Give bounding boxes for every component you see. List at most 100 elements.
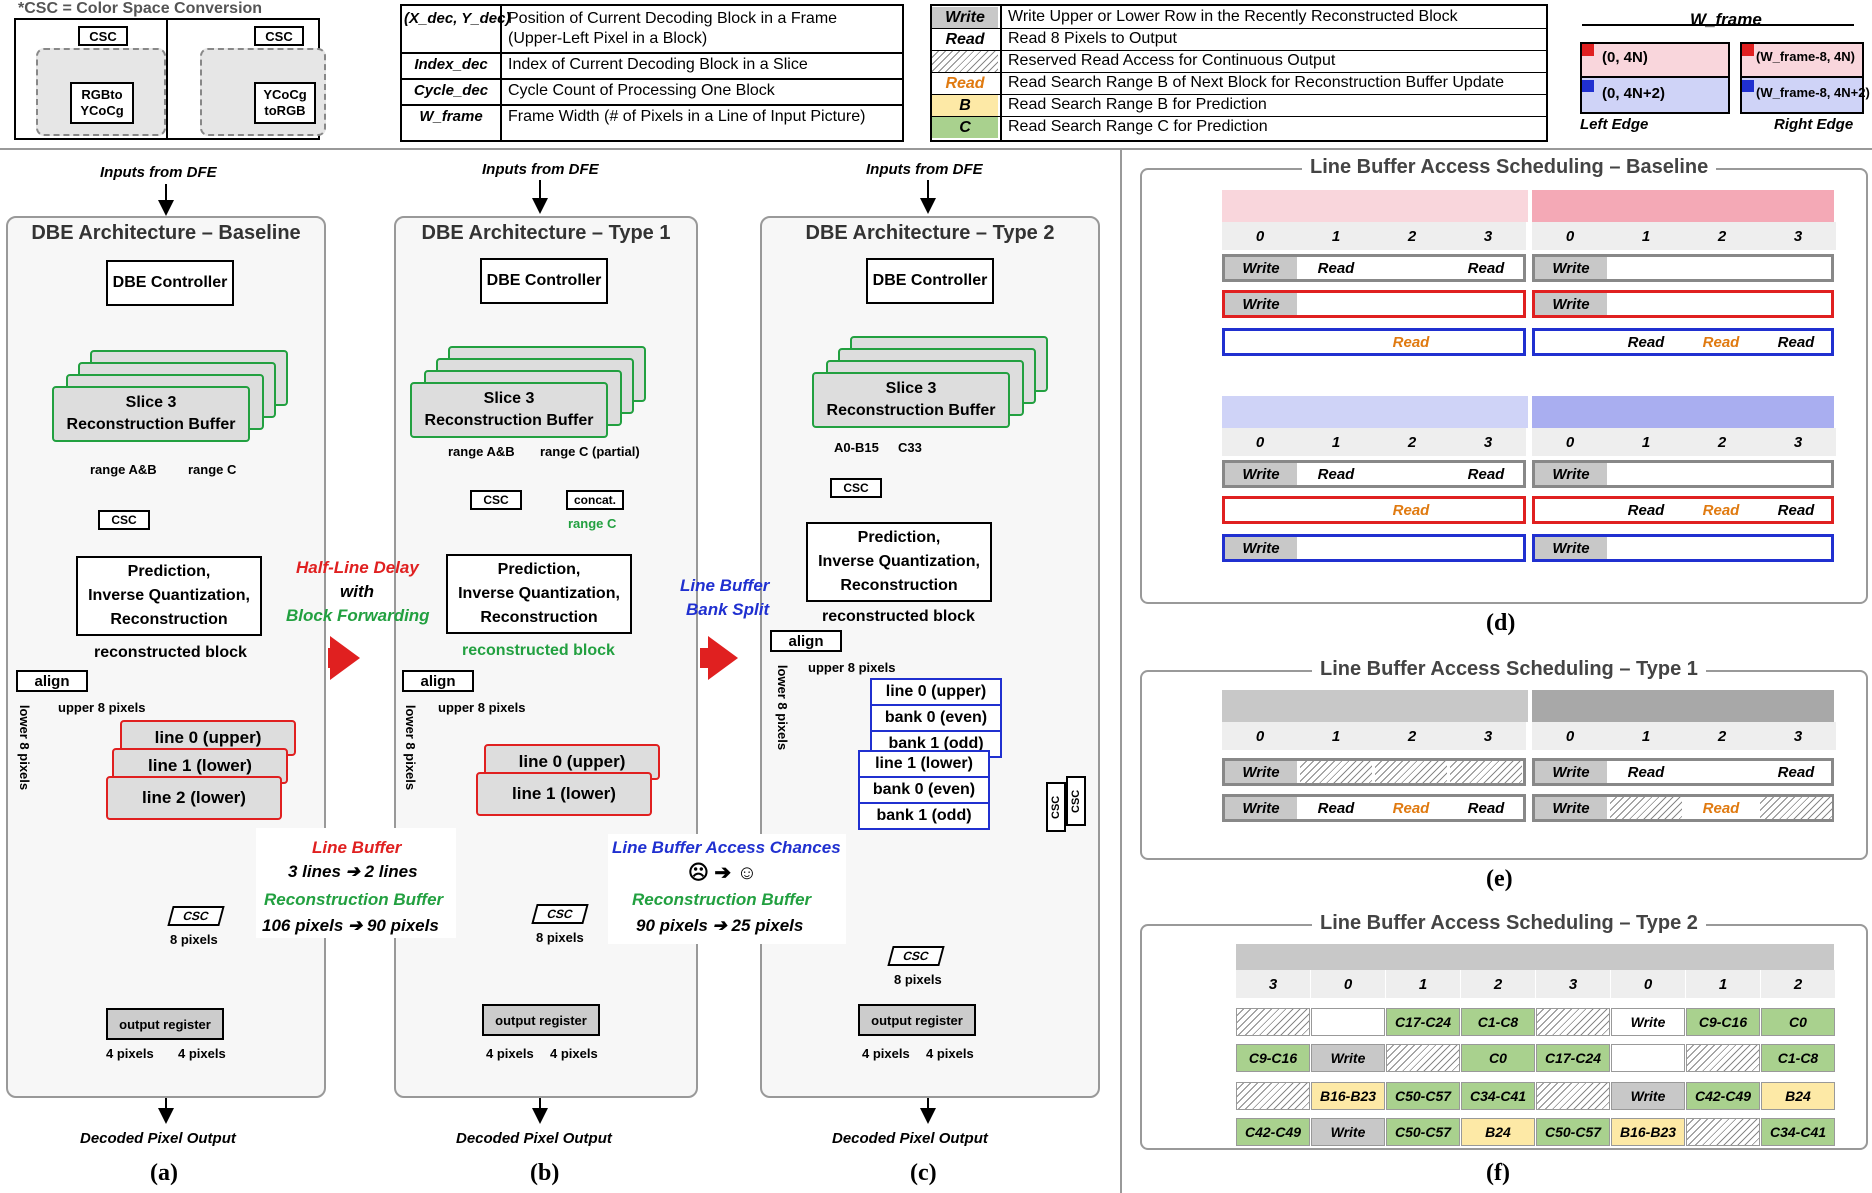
sched-cell: Write bbox=[1535, 537, 1607, 559]
line-row bbox=[1222, 534, 1526, 562]
cycle: 1 bbox=[1608, 428, 1684, 456]
align-c: align bbox=[770, 630, 842, 652]
sched-cell-e: Read bbox=[1467, 799, 1505, 817]
op-key: Read bbox=[932, 73, 998, 94]
pix-change-2: 90 pixels ➔ 25 pixels bbox=[636, 916, 804, 935]
line2-a: line 2 (lower) bbox=[106, 776, 282, 820]
term-key: W_frame bbox=[419, 108, 483, 125]
csc-out-b: CSC bbox=[531, 904, 589, 924]
upper8-a: upper 8 pixels bbox=[58, 700, 146, 715]
cycle: 1 bbox=[1298, 428, 1374, 456]
rgb-to-ycocg-box: RGBto YCoCg bbox=[70, 82, 134, 124]
eight-px-c: 8 pixels bbox=[894, 972, 942, 987]
ops-legend bbox=[930, 4, 1548, 142]
bank0-even-0-c: bank 0 (even) bbox=[870, 704, 1002, 732]
sched-cell: Write bbox=[1225, 537, 1297, 559]
recon-block-c: reconstructed block bbox=[822, 608, 975, 625]
csc-legend-title: *CSC = Color Space Conversion bbox=[18, 0, 263, 17]
range-hi bbox=[1532, 396, 1834, 428]
frame-tl: (0, 4N) bbox=[1602, 49, 1648, 66]
op-desc: Read Search Range B for Prediction bbox=[1008, 96, 1267, 113]
c33-c: C33 bbox=[898, 440, 922, 455]
cycle-e: 3 bbox=[1450, 722, 1526, 750]
sched-cell-e: Write bbox=[1535, 761, 1607, 783]
line-row bbox=[1222, 254, 1526, 282]
caption-c: (c) bbox=[910, 1160, 937, 1186]
line-row-e bbox=[1532, 758, 1834, 786]
four-px-c2: 4 pixels bbox=[926, 1046, 974, 1061]
faces: ☹ ➔ ☺ bbox=[688, 862, 758, 884]
sched-cell: Read bbox=[1627, 333, 1665, 351]
hatch-cell bbox=[1610, 797, 1682, 819]
recon-block-b: reconstructed block bbox=[462, 642, 615, 659]
cycle: 0 bbox=[1222, 428, 1298, 456]
four-px-b2: 4 pixels bbox=[550, 1046, 598, 1061]
inputs-c: Inputs from DFE bbox=[866, 161, 983, 178]
cycle: 0 bbox=[1532, 428, 1608, 456]
access-chances: Line Buffer Access Chances bbox=[612, 838, 841, 857]
terms-legend bbox=[400, 4, 904, 142]
csc-b: CSC bbox=[470, 490, 522, 510]
cycle-f: 3 bbox=[1236, 970, 1310, 998]
bank-cell: C0 bbox=[1461, 1044, 1535, 1072]
bank-cell: C17-C24 bbox=[1536, 1044, 1610, 1072]
bank1-odd-1-c: bank 1 (odd) bbox=[858, 802, 990, 830]
cycle-f: 2 bbox=[1461, 970, 1535, 998]
terms-sep bbox=[402, 104, 902, 106]
cycle-e: 3 bbox=[1760, 722, 1836, 750]
line-row bbox=[1222, 460, 1526, 488]
bank-cell: Write bbox=[1611, 1082, 1685, 1110]
line-row-e bbox=[1222, 758, 1526, 786]
sched-cell: Read bbox=[1777, 333, 1815, 351]
caption-f: (f) bbox=[1486, 1160, 1510, 1186]
frame-tr: (W_frame-8, 4N) bbox=[1756, 49, 1855, 64]
sched-cell: Write bbox=[1535, 257, 1607, 279]
line-row bbox=[1532, 328, 1834, 356]
four-px-c1: 4 pixels bbox=[862, 1046, 910, 1061]
sched-cell: Write bbox=[1225, 293, 1297, 315]
align-a: align bbox=[16, 670, 88, 692]
line-row-e bbox=[1222, 794, 1526, 822]
bank-cell bbox=[1311, 1008, 1385, 1036]
bank-cell: C50-C57 bbox=[1536, 1118, 1610, 1146]
bank-cell: Write bbox=[1311, 1118, 1385, 1146]
op-key: Read bbox=[932, 29, 998, 50]
outputs-a: Decoded Pixel Output bbox=[80, 1130, 236, 1147]
sched-cell: Read bbox=[1702, 333, 1740, 351]
cycle: 3 bbox=[1450, 428, 1526, 456]
sched-cell-e: Read bbox=[1392, 799, 1430, 817]
csc-out-a: CSC bbox=[167, 906, 225, 926]
csc-vert-2: CSC bbox=[1066, 776, 1086, 826]
upper8-b: upper 8 pixels bbox=[438, 700, 526, 715]
caption-d: (d) bbox=[1486, 610, 1516, 636]
cycle-e: 0 bbox=[1222, 722, 1298, 750]
cycle: 1 bbox=[1298, 222, 1374, 250]
bank-cell: C9-C16 bbox=[1686, 1008, 1760, 1036]
outputs-c: Decoded Pixel Output bbox=[832, 1130, 988, 1147]
concat-b: concat. bbox=[566, 490, 624, 510]
sched-cell-e: Read bbox=[1702, 799, 1740, 817]
sched-cell: Write bbox=[1225, 463, 1297, 485]
idx-blank bbox=[1236, 944, 1312, 970]
eight-px-a: 8 pixels bbox=[170, 932, 218, 947]
op-key: C bbox=[932, 117, 998, 138]
hatch-cell bbox=[1375, 761, 1447, 783]
bank-cell bbox=[1686, 1044, 1760, 1072]
line-row bbox=[1222, 328, 1526, 356]
sched-cell: Read bbox=[1467, 465, 1505, 483]
recon-buffer-ann-2: Reconstruction Buffer bbox=[632, 890, 812, 909]
sched-cell: Read bbox=[1392, 501, 1430, 519]
line-row bbox=[1222, 290, 1526, 318]
range-ab-b: range A&B bbox=[448, 444, 515, 459]
sched-cell-e: Write bbox=[1225, 761, 1297, 783]
bank-cell: B16-B23 bbox=[1311, 1082, 1385, 1110]
pred-b: Prediction, Inverse Quantization, Recons… bbox=[446, 554, 632, 634]
line-row bbox=[1222, 496, 1526, 524]
hatch-cell bbox=[1760, 797, 1832, 819]
align-b: align bbox=[402, 670, 474, 692]
sched-cell: Read bbox=[1702, 501, 1740, 519]
range-hi bbox=[1532, 190, 1834, 222]
sched-cell: Write bbox=[1225, 257, 1297, 279]
bank-cell: Write bbox=[1311, 1044, 1385, 1072]
recon-buffer-ann-1: Reconstruction Buffer bbox=[264, 890, 444, 909]
